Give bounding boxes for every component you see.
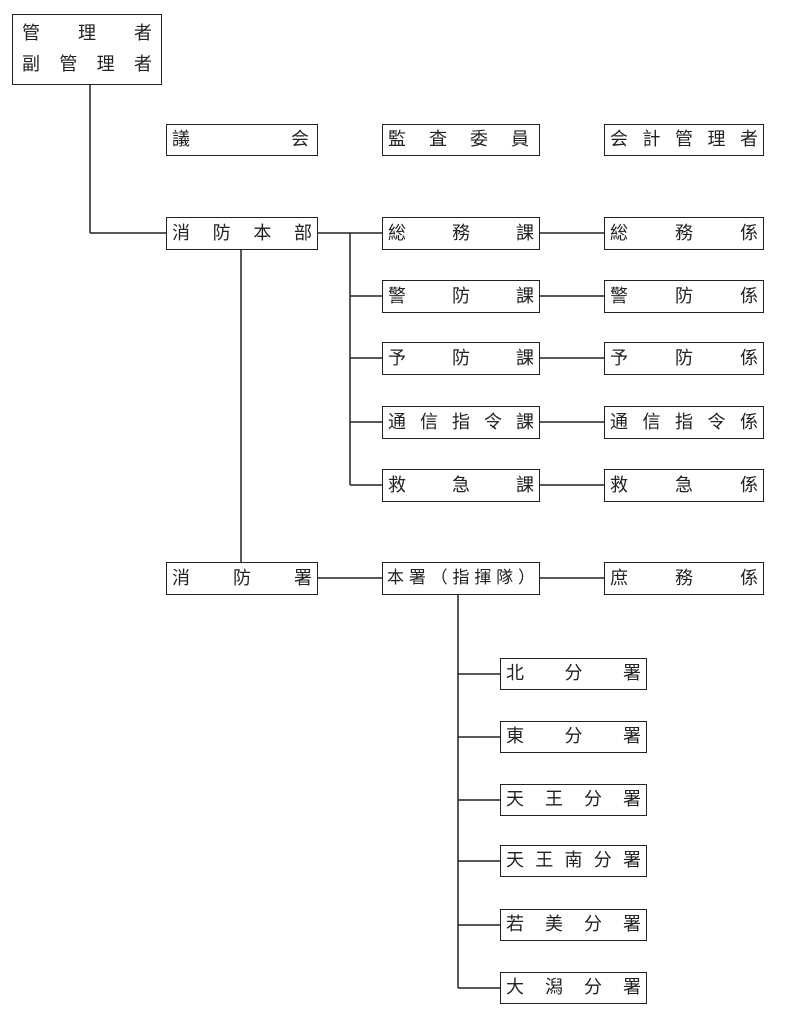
audit-committee-box: 監査委員 (382, 124, 540, 156)
ems-division-box: 救急課 (382, 469, 540, 502)
fire-station-box: 消防署 (166, 562, 318, 595)
branch-north-box: 北分署 (500, 658, 647, 690)
fire-defense-division-box: 警防課 (382, 280, 540, 313)
branch-tenno-box: 天王分署 (500, 784, 647, 816)
dispatch-division-box: 通信指令課 (382, 406, 540, 439)
prevention-division-box: 予防課 (382, 342, 540, 375)
fire-defense-section-box: 警防係 (604, 280, 764, 313)
deputy-manager-label: 副管理者 (22, 53, 152, 75)
general-affairs-division-box: 総務課 (382, 217, 540, 250)
prevention-section-box: 予防係 (604, 342, 764, 375)
main-station-box: 本署（指揮隊） (382, 562, 540, 595)
council-box: 議会 (166, 124, 318, 156)
branch-wakami-box: 若美分署 (500, 909, 647, 941)
branch-tenno-minami-box: 天王南分署 (500, 845, 647, 877)
manager-label: 管理者 (22, 23, 152, 45)
accounting-manager-box: 会計管理者 (604, 124, 764, 156)
general-affairs-section-box: 総務係 (604, 217, 764, 250)
fire-hq-box: 消防本部 (166, 217, 318, 250)
branch-ogata-box: 大潟分署 (500, 972, 647, 1004)
ems-section-box: 救急係 (604, 469, 764, 502)
branch-east-box: 東分署 (500, 721, 647, 753)
manager-box: 管理者 副管理者 (12, 14, 162, 85)
general-admin-section-box: 庶務係 (604, 562, 764, 595)
dispatch-section-box: 通信指令係 (604, 406, 764, 439)
